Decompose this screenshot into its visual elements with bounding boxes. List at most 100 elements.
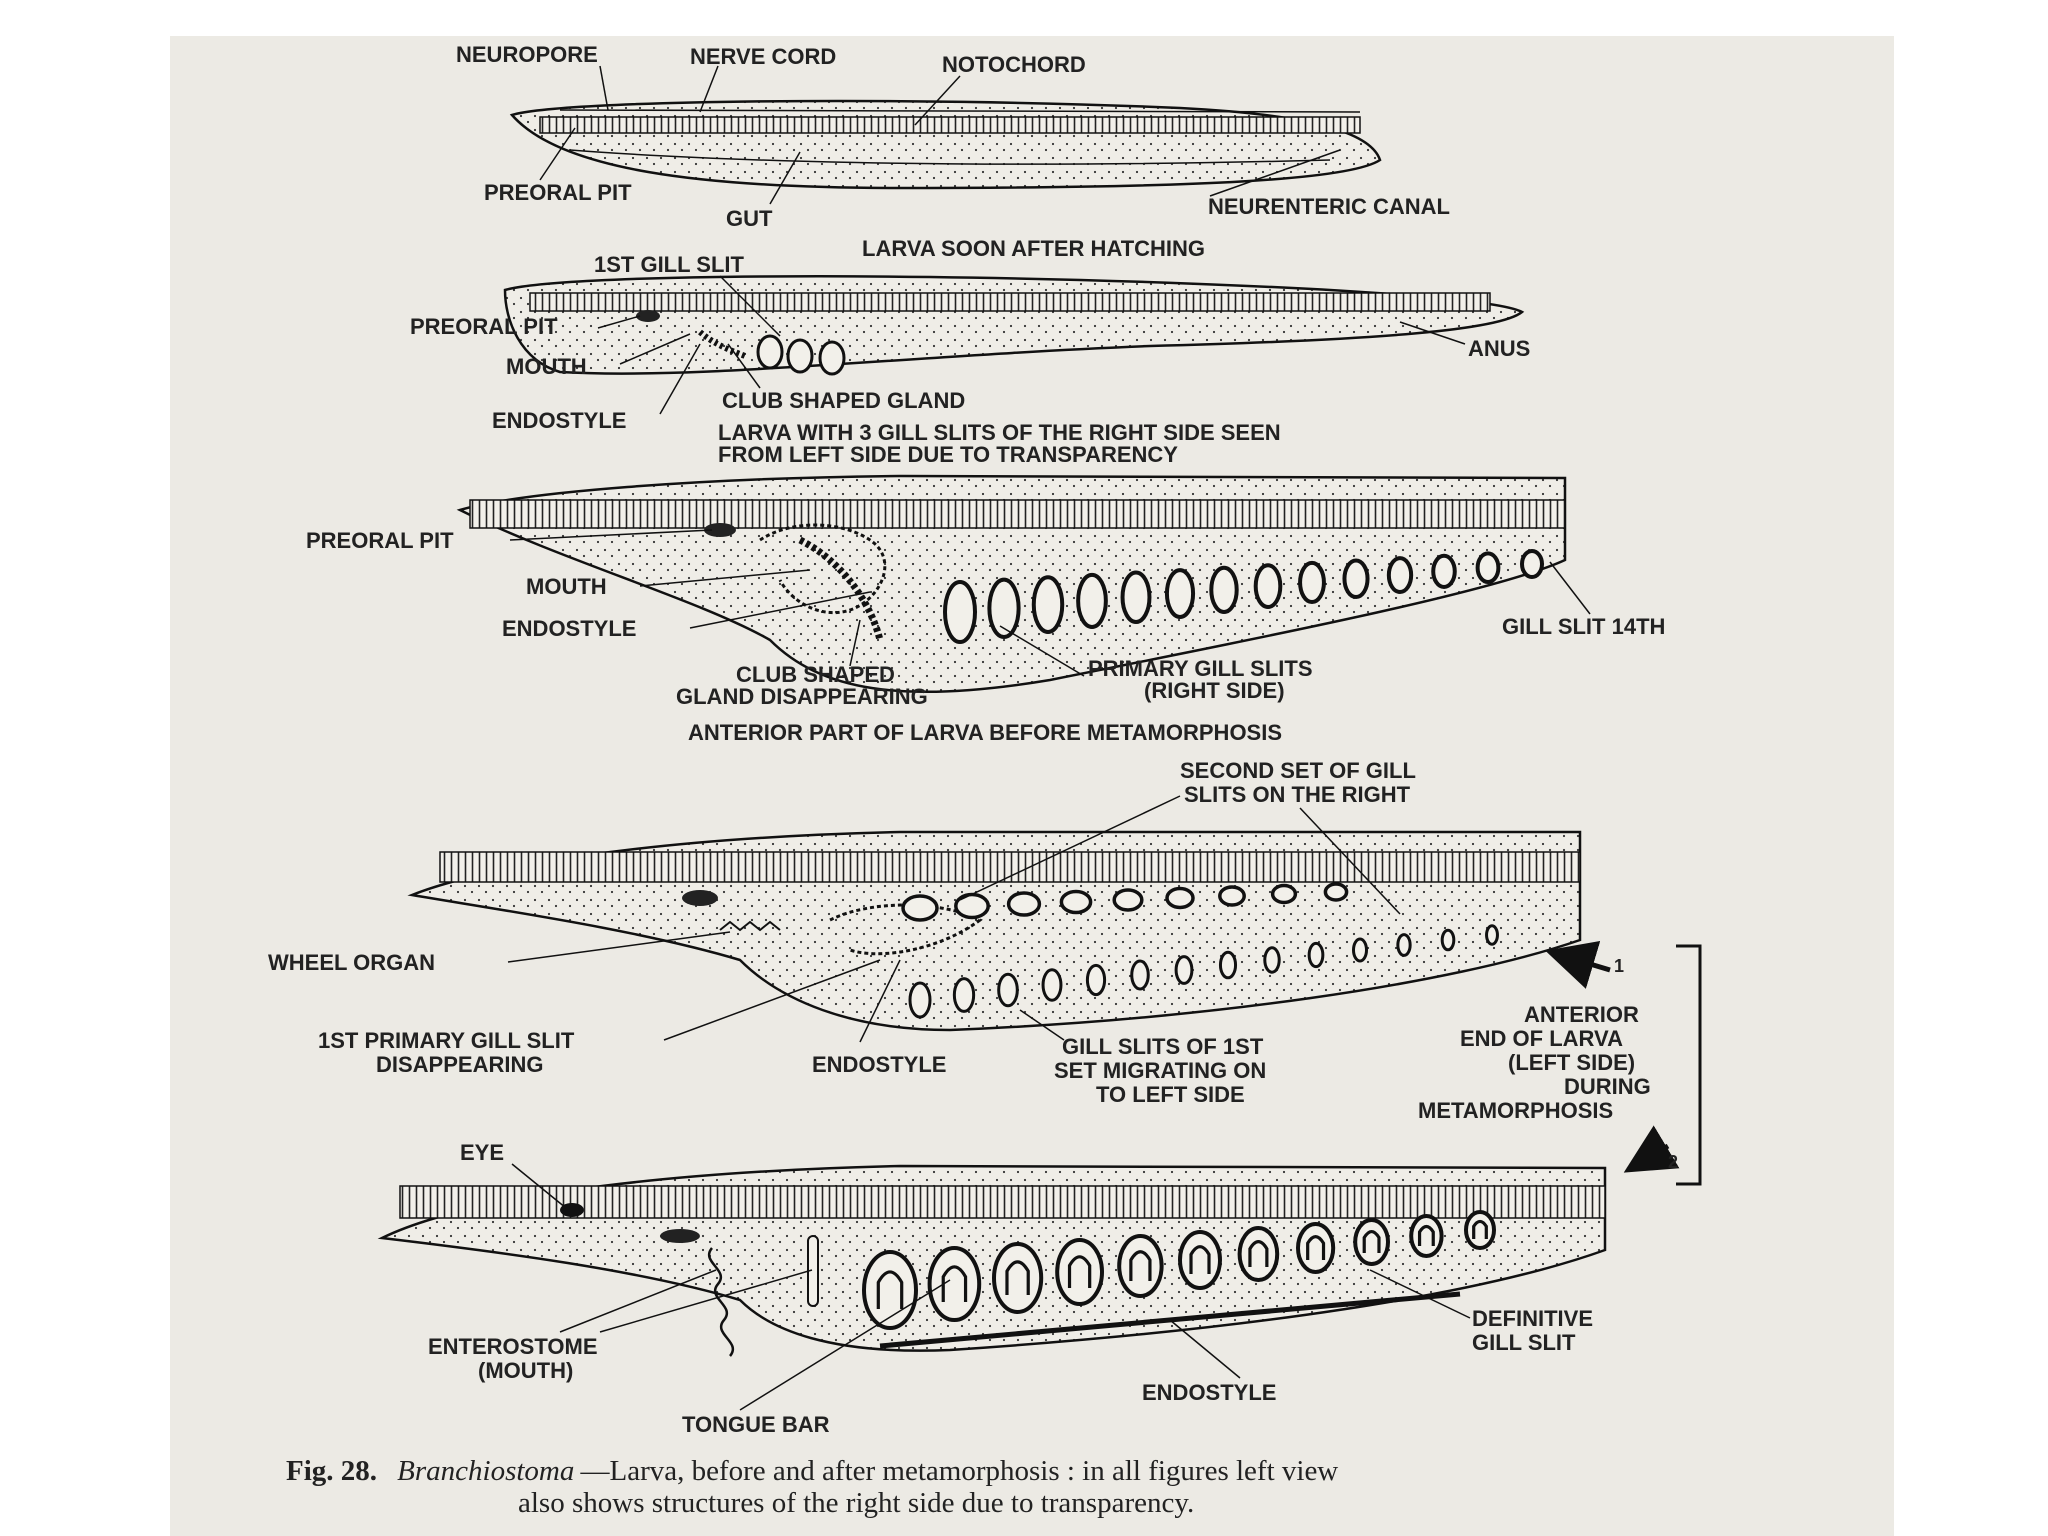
leader-endostyle-4: [859, 959, 901, 1043]
gill-slit-migrating: [1041, 968, 1063, 1002]
definitive-gill-slit: [1353, 1218, 1390, 1266]
gill-slit-right-set: [1059, 889, 1093, 915]
leader-enterostome: [559, 1269, 717, 1333]
label-club-shaped-gland: CLUB SHAPED GLAND: [722, 388, 965, 413]
leader-gill-slit-14: [1549, 561, 1591, 615]
larva-5-eye: [560, 1203, 584, 1217]
larva-stage-1: NEUROPORE NERVE CORD NOTOCHORD PREORAL P…: [456, 42, 1450, 261]
larva-1-nerve-cord: [559, 109, 1361, 113]
gill-slit-migrating: [908, 981, 932, 1019]
leader-nerve-cord: [699, 65, 719, 113]
primary-gill-slit: [1475, 551, 1501, 585]
larva-3-preoral-pit: [704, 523, 736, 537]
tongue-bar-mark: [1129, 1250, 1152, 1281]
gill-slit-right-set: [901, 894, 939, 922]
larva-stage-4: SECOND SET OF GILL SLITS ON THE RIGHT WH…: [268, 758, 1582, 1107]
tongue-bar-mark: [1067, 1255, 1092, 1288]
larva-4-oral-hood: [829, 903, 983, 956]
definitive-gill-slit: [927, 1246, 982, 1322]
leader-endostyle-5: [1169, 1319, 1241, 1379]
definitive-gill-slit: [1237, 1226, 1280, 1282]
label-preoral-pit-3: PREORAL PIT: [306, 528, 454, 553]
larva-5-notochord-band: [399, 1185, 1606, 1219]
label-second-set-line-2: SLITS ON THE RIGHT: [1184, 782, 1411, 807]
label-mouth-3: MOUTH: [526, 574, 607, 599]
tongue-bar-mark: [1248, 1240, 1269, 1267]
label-wheel-organ: WHEEL ORGAN: [268, 950, 435, 975]
leader-migrating: [1019, 1009, 1065, 1041]
stage-3-title: ANTERIOR PART OF LARVA BEFORE METAMORPHO…: [688, 720, 1282, 745]
gill-slit-migrating: [1485, 924, 1499, 946]
label-gut: GUT: [726, 206, 773, 231]
label-migrating-line-2: SET MIGRATING ON: [1054, 1058, 1266, 1083]
leader-endostyle-2: [659, 343, 701, 415]
label-endostyle-3: ENDOSTYLE: [502, 616, 636, 641]
side-note-line-4: DURING: [1564, 1074, 1651, 1099]
gill-slit-right-set: [1165, 886, 1195, 910]
leader-primary-slits: [999, 625, 1085, 677]
gill-slit-migrating: [997, 972, 1019, 1008]
tongue-bar-mark: [1005, 1260, 1030, 1295]
larva-4-wheel-organ: [719, 920, 781, 932]
larva-stage-2: 1ST GILL SLIT PREORAL PIT MOUTH ENDOSTYL…: [410, 252, 1530, 467]
primary-gill-slit: [1342, 558, 1370, 599]
gill-slit-right-set: [954, 892, 990, 920]
leader-preoral-pit-3: [509, 529, 713, 541]
leader-wheel-organ: [507, 931, 731, 963]
gill-slit-migrating: [1307, 941, 1325, 969]
arrow-1-number: 1: [1614, 956, 1624, 976]
caption-genus: Branchiostoma: [397, 1455, 574, 1487]
gill-slit-right-set: [1270, 883, 1298, 905]
label-club-line-1: CLUB SHAPED: [736, 662, 895, 687]
larva-1-notochord-band: [539, 116, 1361, 134]
gill-slit-right-set: [1112, 888, 1144, 912]
leader-tongue-bar: [739, 1279, 951, 1411]
primary-gill-slit: [1076, 572, 1108, 630]
label-anus: ANUS: [1468, 336, 1530, 361]
caption-line-2: also shows structures of the right side …: [518, 1487, 1194, 1519]
gill-slit-migrating: [1174, 955, 1194, 985]
label-migrating-line-1: GILL SLITS OF 1ST: [1062, 1034, 1264, 1059]
figure-caption: Fig. 28. Branchiostoma —Larva, before an…: [286, 1455, 1338, 1519]
larva-2-preoral-pit: [636, 310, 660, 322]
tongue-bar-mark: [1306, 1235, 1326, 1260]
gill-slit-migrating: [1218, 950, 1238, 980]
larva-1-gut: [569, 149, 1331, 165]
arrow-2-number: 2: [1668, 1152, 1678, 1172]
larva-4-second-set-slits: [901, 882, 1349, 922]
label-second-set-line-1: SECOND SET OF GILL: [1180, 758, 1416, 783]
primary-gill-slit: [1386, 556, 1414, 594]
primary-gill-slit: [1253, 563, 1283, 610]
label-primary-line-1: PRIMARY GILL SLITS: [1088, 656, 1313, 681]
side-note-line-1: ANTERIOR: [1524, 1002, 1639, 1027]
label-neurenteric-canal: NEURENTERIC CANAL: [1208, 194, 1450, 219]
leader-first-primary: [663, 959, 881, 1041]
gill-slit-migrating: [1263, 946, 1281, 974]
larva-4-preoral-pit: [682, 890, 718, 906]
metamorphosis-side-note: 1 2 ANTERIOR END OF LARVA (LEFT SIDE) DU…: [1418, 940, 1702, 1186]
tongue-bar-mark: [1417, 1224, 1435, 1246]
tongue-bar-mark: [1472, 1219, 1488, 1239]
leader-definitive: [1369, 1269, 1471, 1319]
leader-second-set-b: [1299, 807, 1401, 915]
label-notochord: NOTOCHORD: [942, 52, 1086, 77]
caption-line-1: Fig. 28. Branchiostoma —Larva, before an…: [286, 1455, 1338, 1487]
arrow-2: [1623, 1125, 1680, 1173]
leader-club-gland-2: [727, 343, 761, 389]
arrow-1: [1545, 940, 1611, 989]
larva-1-body-outline: [509, 99, 1382, 190]
larva-stage-3: PREORAL PIT MOUTH ENDOSTYLE CLUB SHAPED …: [306, 474, 1665, 745]
label-neuropore: NEUROPORE: [456, 42, 598, 67]
larva-4-notochord-band: [439, 851, 1581, 883]
definitive-gill-slit: [1055, 1238, 1104, 1306]
leader-club-3: [849, 619, 861, 667]
primary-gill-slit: [1298, 560, 1326, 605]
side-note-line-3: (LEFT SIDE): [1508, 1050, 1635, 1075]
label-first-primary-line-2: DISAPPEARING: [376, 1052, 543, 1077]
larva-3-primary-gill-slits: [943, 549, 1544, 644]
tongue-bar-mark: [1362, 1229, 1381, 1253]
label-enterostome-line-2: (MOUTH): [478, 1358, 573, 1383]
label-first-gill-slit: 1ST GILL SLIT: [594, 252, 745, 277]
gill-slit-migrating: [1352, 937, 1368, 963]
